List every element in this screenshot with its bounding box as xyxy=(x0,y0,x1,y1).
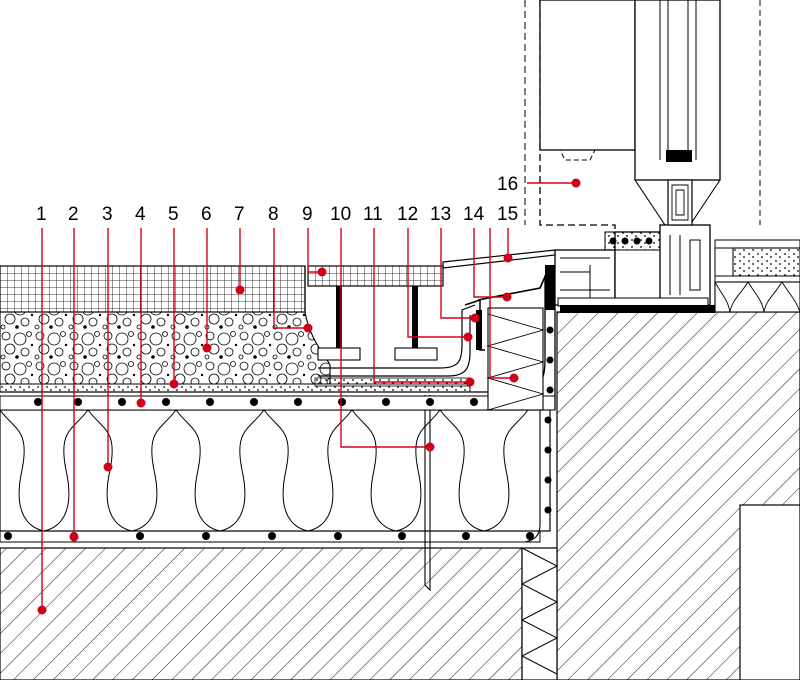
frame-sash xyxy=(659,224,711,306)
flashing xyxy=(477,269,553,301)
edge-strip xyxy=(714,247,734,277)
label-12: 12 xyxy=(397,204,418,225)
point-7 xyxy=(235,285,245,295)
upturn-insulation xyxy=(487,307,544,411)
point-10 xyxy=(425,442,435,452)
label-9: 9 xyxy=(302,204,313,225)
channel-membrane-inner xyxy=(318,315,471,377)
point-15 xyxy=(503,253,513,263)
leader-12 xyxy=(407,228,468,338)
door-leaf xyxy=(539,0,636,151)
label-10: 10 xyxy=(330,204,351,225)
upturn-insulation-zigzag xyxy=(486,313,545,411)
leader-8 xyxy=(273,228,308,329)
point-9 xyxy=(317,267,327,277)
concrete-slab xyxy=(0,547,523,681)
sill-bottom-strip xyxy=(557,297,709,307)
number-labels: 1 2 3 4 5 6 7 8 9 10 11 12 13 14 15 16 xyxy=(36,174,518,225)
leader-endpoints xyxy=(37,178,581,615)
membrane-corner xyxy=(524,410,541,543)
label-3: 3 xyxy=(102,204,113,225)
label-5: 5 xyxy=(168,204,179,225)
anchor-pin xyxy=(424,395,431,592)
leader-14 xyxy=(473,228,507,298)
inner-floor-finish xyxy=(714,239,800,249)
paving-slab xyxy=(0,265,306,313)
sill-slope-plate xyxy=(442,249,556,269)
point-12 xyxy=(463,332,473,342)
frame-chambers xyxy=(669,235,701,295)
label-13: 13 xyxy=(430,204,451,225)
point-2 xyxy=(69,532,79,542)
label-6: 6 xyxy=(201,204,212,225)
membrane-dots xyxy=(34,398,478,406)
leader-lines xyxy=(41,182,576,610)
glazing-lines xyxy=(659,0,697,160)
frame-bevel xyxy=(634,179,721,226)
paving-slab-on-pedestal xyxy=(307,265,444,287)
clamping-bar xyxy=(476,310,482,350)
door-bottom-profile xyxy=(540,149,635,161)
sill-profile-inner xyxy=(560,257,610,298)
leader-9 xyxy=(307,228,322,273)
leader-10 xyxy=(340,228,430,448)
gravel-bed xyxy=(0,311,331,385)
label-2: 2 xyxy=(68,204,79,225)
pedestal-1 xyxy=(317,286,361,361)
point-5 xyxy=(169,379,179,389)
point-3 xyxy=(103,462,113,472)
label-8: 8 xyxy=(268,204,279,225)
leader-11 xyxy=(373,228,470,383)
point-14 xyxy=(502,292,512,302)
label-16: 16 xyxy=(497,174,518,195)
label-7: 7 xyxy=(234,204,245,225)
point-11 xyxy=(465,377,475,387)
leader-14b xyxy=(489,228,514,379)
perimeter-insulation xyxy=(521,547,558,681)
glazing-bead xyxy=(666,150,692,162)
leader-13 xyxy=(440,228,475,319)
inner-separation-layer xyxy=(714,275,800,283)
point-6 xyxy=(202,343,212,353)
channel-membrane xyxy=(318,304,476,369)
point-4 xyxy=(136,398,146,408)
sill-gasket xyxy=(560,305,715,313)
sill-profile xyxy=(554,249,616,306)
label-15: 15 xyxy=(497,204,518,225)
label-14: 14 xyxy=(463,204,485,225)
inner-screed xyxy=(732,247,800,277)
point-14b xyxy=(509,373,519,383)
frame-seal-foam xyxy=(604,231,661,251)
sill-fixing xyxy=(545,265,555,310)
vapour-barrier-dots xyxy=(4,532,534,540)
point-1 xyxy=(37,605,47,615)
thermal-insulation xyxy=(0,409,551,532)
seal-dots xyxy=(609,237,653,245)
label-11: 11 xyxy=(363,204,383,225)
pedestal-2 xyxy=(394,286,438,361)
point-8 xyxy=(303,323,313,333)
label-4: 4 xyxy=(135,204,146,225)
point-13 xyxy=(470,313,480,323)
frame-lock-inner xyxy=(671,184,689,221)
label-1: 1 xyxy=(36,204,47,225)
inner-insulation-wave xyxy=(714,281,800,313)
point-16 xyxy=(571,178,581,188)
perimeter-insulation-zigzag xyxy=(520,547,559,675)
wall-opening xyxy=(739,504,800,681)
